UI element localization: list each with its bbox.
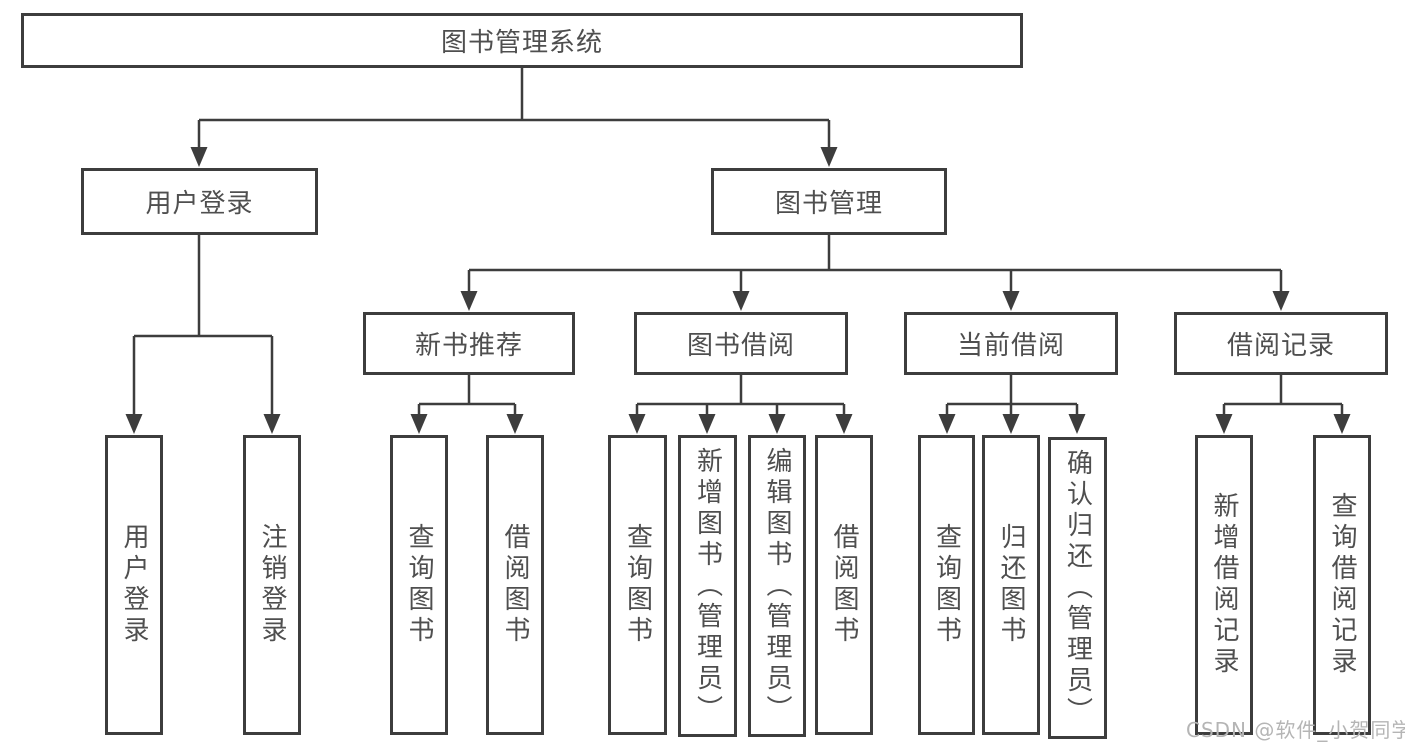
leaf-user-login-label: 用户登录 bbox=[119, 523, 149, 647]
node-book-borrowing: 图书借阅 bbox=[634, 312, 848, 375]
node-root: 图书管理系统 bbox=[21, 13, 1023, 68]
connector-lines bbox=[132, 68, 1344, 417]
node-new-book-recommend-label: 新书推荐 bbox=[414, 331, 523, 361]
leaf-add-borrow-record-label: 新增借阅记录 bbox=[1209, 492, 1239, 678]
leaf-current-query-books: 查询图书 bbox=[918, 435, 975, 735]
leaf-borrowing-borrow-books-label: 借阅图书 bbox=[829, 523, 859, 647]
leaf-newbooks-query-books-label: 查询图书 bbox=[404, 523, 434, 647]
node-user-login-label: 用户登录 bbox=[145, 189, 254, 219]
leaf-borrowing-edit-books-admin: 编辑图书（管理员） bbox=[748, 435, 806, 737]
node-new-book-recommend: 新书推荐 bbox=[363, 312, 575, 375]
leaf-query-borrow-record-label: 查询借阅记录 bbox=[1327, 492, 1357, 678]
leaf-current-confirm-return-admin-label: 确认归还（管理员） bbox=[1062, 448, 1093, 728]
leaf-current-confirm-return-admin: 确认归还（管理员） bbox=[1048, 437, 1107, 739]
leaf-user-login: 用户登录 bbox=[105, 435, 163, 735]
node-borrow-records-label: 借阅记录 bbox=[1226, 331, 1335, 361]
arrowheads bbox=[125, 147, 1351, 434]
leaf-borrowing-borrow-books: 借阅图书 bbox=[815, 435, 873, 735]
csdn-watermark: CSDN @软件_小贺同学 bbox=[1186, 718, 1405, 742]
leaf-borrowing-add-books-admin-label: 新增图书（管理员） bbox=[692, 446, 723, 726]
leaf-query-borrow-record: 查询借阅记录 bbox=[1313, 435, 1371, 735]
leaf-borrowing-edit-books-admin-label: 编辑图书（管理员） bbox=[762, 446, 792, 726]
leaf-borrowing-query-books: 查询图书 bbox=[608, 435, 667, 735]
leaf-current-return-books: 归还图书 bbox=[982, 435, 1040, 735]
node-book-borrowing-label: 图书借阅 bbox=[686, 331, 795, 361]
leaf-newbooks-query-books: 查询图书 bbox=[390, 435, 448, 735]
leaf-newbooks-borrow-books-label: 借阅图书 bbox=[500, 523, 530, 647]
leaf-newbooks-borrow-books: 借阅图书 bbox=[486, 435, 544, 735]
node-book-management: 图书管理 bbox=[711, 168, 947, 235]
leaf-current-query-books-label: 查询图书 bbox=[931, 523, 962, 647]
node-user-login: 用户登录 bbox=[81, 168, 318, 235]
leaf-logout-label: 注销登录 bbox=[257, 523, 287, 647]
leaf-borrowing-add-books-admin: 新增图书（管理员） bbox=[678, 435, 737, 737]
leaf-current-return-books-label: 归还图书 bbox=[996, 523, 1026, 647]
leaf-logout: 注销登录 bbox=[243, 435, 301, 735]
leaf-borrowing-query-books-label: 查询图书 bbox=[622, 523, 653, 647]
node-root-label: 图书管理系统 bbox=[440, 28, 603, 58]
node-current-borrowing: 当前借阅 bbox=[904, 312, 1118, 375]
leaf-add-borrow-record: 新增借阅记录 bbox=[1195, 435, 1253, 735]
node-borrow-records: 借阅记录 bbox=[1174, 312, 1388, 375]
node-book-management-label: 图书管理 bbox=[774, 189, 883, 219]
node-current-borrowing-label: 当前借阅 bbox=[956, 331, 1065, 361]
